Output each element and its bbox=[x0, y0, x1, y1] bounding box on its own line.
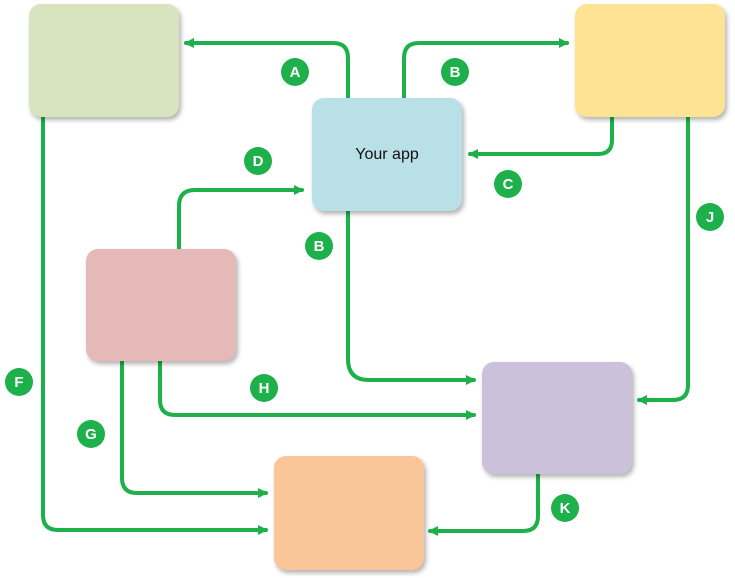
arrow-d-red-to-app bbox=[177, 185, 304, 251]
arrow-j-yellow-to-purple bbox=[637, 116, 690, 405]
arrow-f-green-to-orange bbox=[41, 116, 268, 535]
box-yellow bbox=[575, 4, 725, 117]
arrow-c-yellow-to-app bbox=[468, 116, 614, 159]
badge-d: D bbox=[244, 147, 272, 175]
box-your-app: Your app bbox=[312, 98, 462, 211]
badge-h: H bbox=[250, 374, 278, 402]
arrow-k-purple-to-orange bbox=[428, 473, 540, 536]
badge-b-top: B bbox=[441, 58, 469, 86]
box-purple bbox=[482, 362, 632, 474]
badge-b-left: B bbox=[305, 232, 333, 260]
arrow-h-red-to-purple bbox=[158, 360, 476, 420]
badge-g: G bbox=[77, 420, 105, 448]
badge-a: A bbox=[281, 58, 309, 86]
badge-f: F bbox=[5, 368, 33, 396]
arrow-b-app-to-yellow bbox=[402, 38, 569, 100]
badge-c: C bbox=[494, 170, 522, 198]
box-red bbox=[86, 249, 236, 361]
arrow-a-app-to-green bbox=[184, 38, 350, 100]
box-green bbox=[29, 4, 179, 117]
arrow-b-app-to-purple bbox=[346, 209, 476, 385]
box-orange bbox=[274, 456, 424, 570]
arrow-g-red-to-orange bbox=[120, 360, 268, 498]
badge-j: J bbox=[696, 203, 724, 231]
box-your-app-label: Your app bbox=[355, 145, 419, 163]
badge-k: K bbox=[551, 494, 579, 522]
